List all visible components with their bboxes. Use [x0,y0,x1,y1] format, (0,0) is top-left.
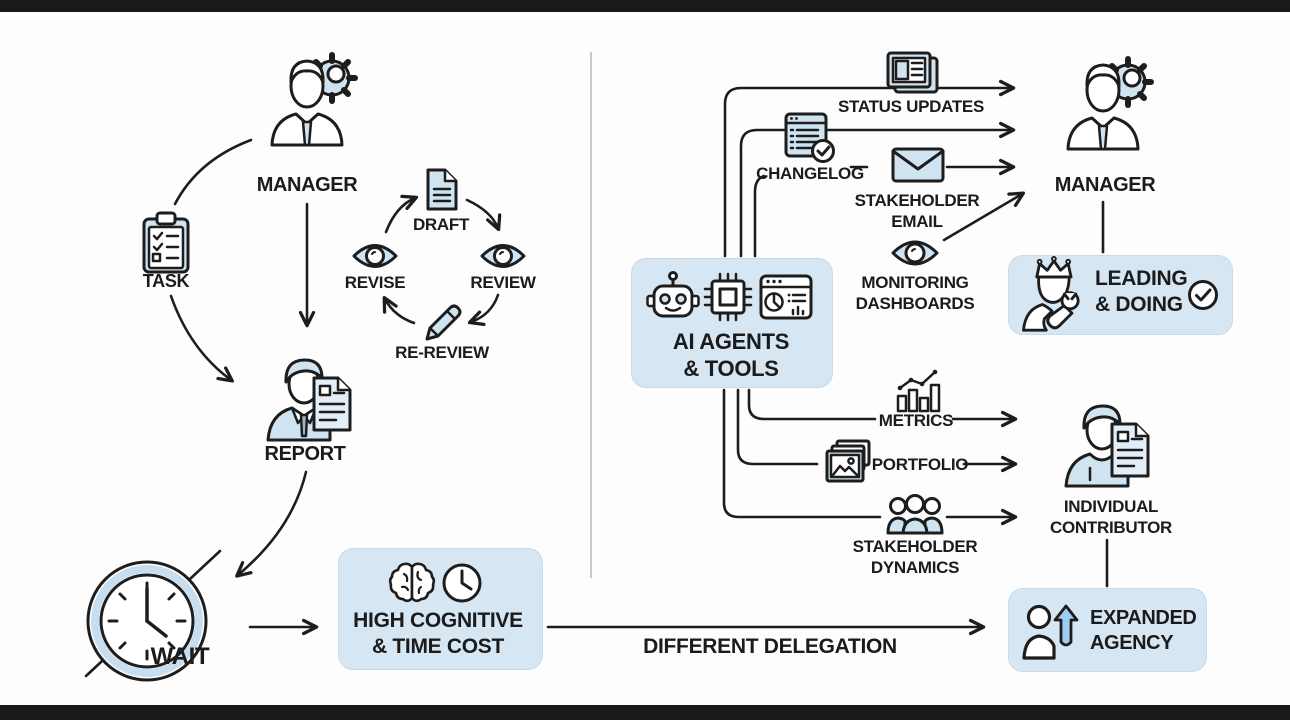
re-review-pencil-icon [425,304,462,341]
high-cognitive-cost-box [338,548,543,670]
brain-icon [388,562,436,603]
portfolio-photos-icon [825,439,871,483]
top-border-bar [0,0,1290,12]
check-circle-icon [1188,280,1218,310]
portfolio-label: PORTFOLIO [871,455,969,474]
arrow-revise-to-draft [384,194,419,234]
line-portfolio-left [736,388,819,466]
draft-label: DRAFT [412,215,470,234]
metrics-label: METRICS [878,411,954,430]
arrow-rereview-to-revise [382,295,416,325]
report-label: REPORT [264,443,346,465]
metrics-chart-icon [896,369,941,413]
status-updates-newspaper-icon [886,51,939,94]
different-delegation-label: DIFFERENT DELEGATION [643,635,897,658]
re-review-label: RE-REVIEW [395,343,489,362]
expanded-agency-icon [1022,604,1079,660]
ai-box-label: AI AGENTS & TOOLS [672,329,790,381]
robot-icon [646,271,700,318]
manager-label-left: MANAGER [256,174,358,196]
arrow-draft-to-review [465,198,502,232]
stakeholder-dynamics-label: STAKEHOLDER DYNAMICS [852,537,978,577]
review-label: REVIEW [470,273,536,292]
curve-manager-to-task [173,138,253,206]
arrow-monitoring-to-manager [942,191,1026,242]
individual-contributor-label: INDIVIDUAL CONTRIBUTOR [1050,497,1172,537]
line-status-updates [723,79,1016,258]
cost-box-label: HIGH COGNITIVE & TIME COST [353,609,523,658]
status-updates-label: STATUS UPDATES [838,97,984,116]
leading-doing-label: LEADING & DOING [1095,267,1188,316]
monitoring-dashboards-label: MONITORING DASHBOARDS [855,273,975,313]
individual-contributor-icon [1064,404,1150,488]
monitoring-eye-icon [891,240,939,266]
stakeholder-dynamics-people-icon [886,494,944,535]
revise-label: REVISE [344,273,406,292]
task-label: TASK [142,271,190,291]
leading-doing-crown-wrench-icon [1022,256,1080,332]
bottom-border-bar [0,705,1290,720]
stakeholder-email-envelope-icon [891,147,945,183]
arrow-task-to-report [169,294,234,383]
dashboard-window-icon [759,274,813,320]
arrow-review-to-rereview [467,293,500,326]
chip-icon [703,272,753,322]
arrow-report-to-wait [235,470,308,578]
line-stub [753,174,766,258]
review-eye-icon [480,244,526,268]
report-person-icon [266,358,352,442]
wait-label: WAIT [150,643,210,670]
revise-eye-icon [352,244,398,268]
line-metrics-left [747,388,877,421]
line-dynamics-left [722,388,882,519]
changelog-list-icon [784,112,835,163]
time-clock-icon [442,563,482,603]
line-changelog [739,121,1016,258]
task-clipboard-icon [142,211,190,274]
manager-gear-icon [270,52,358,147]
section-divider [590,52,592,578]
draft-document-icon [426,168,458,211]
wait-clock-icon [86,560,208,682]
manager-label-right: MANAGER [1054,174,1156,196]
changelog-label: CHANGELOG [756,164,864,183]
stakeholder-email-label: STAKEHOLDER EMAIL [854,191,980,231]
expanded-agency-label: EXPANDED AGENCY [1090,607,1197,654]
manager-gear-icon-right [1066,56,1154,151]
